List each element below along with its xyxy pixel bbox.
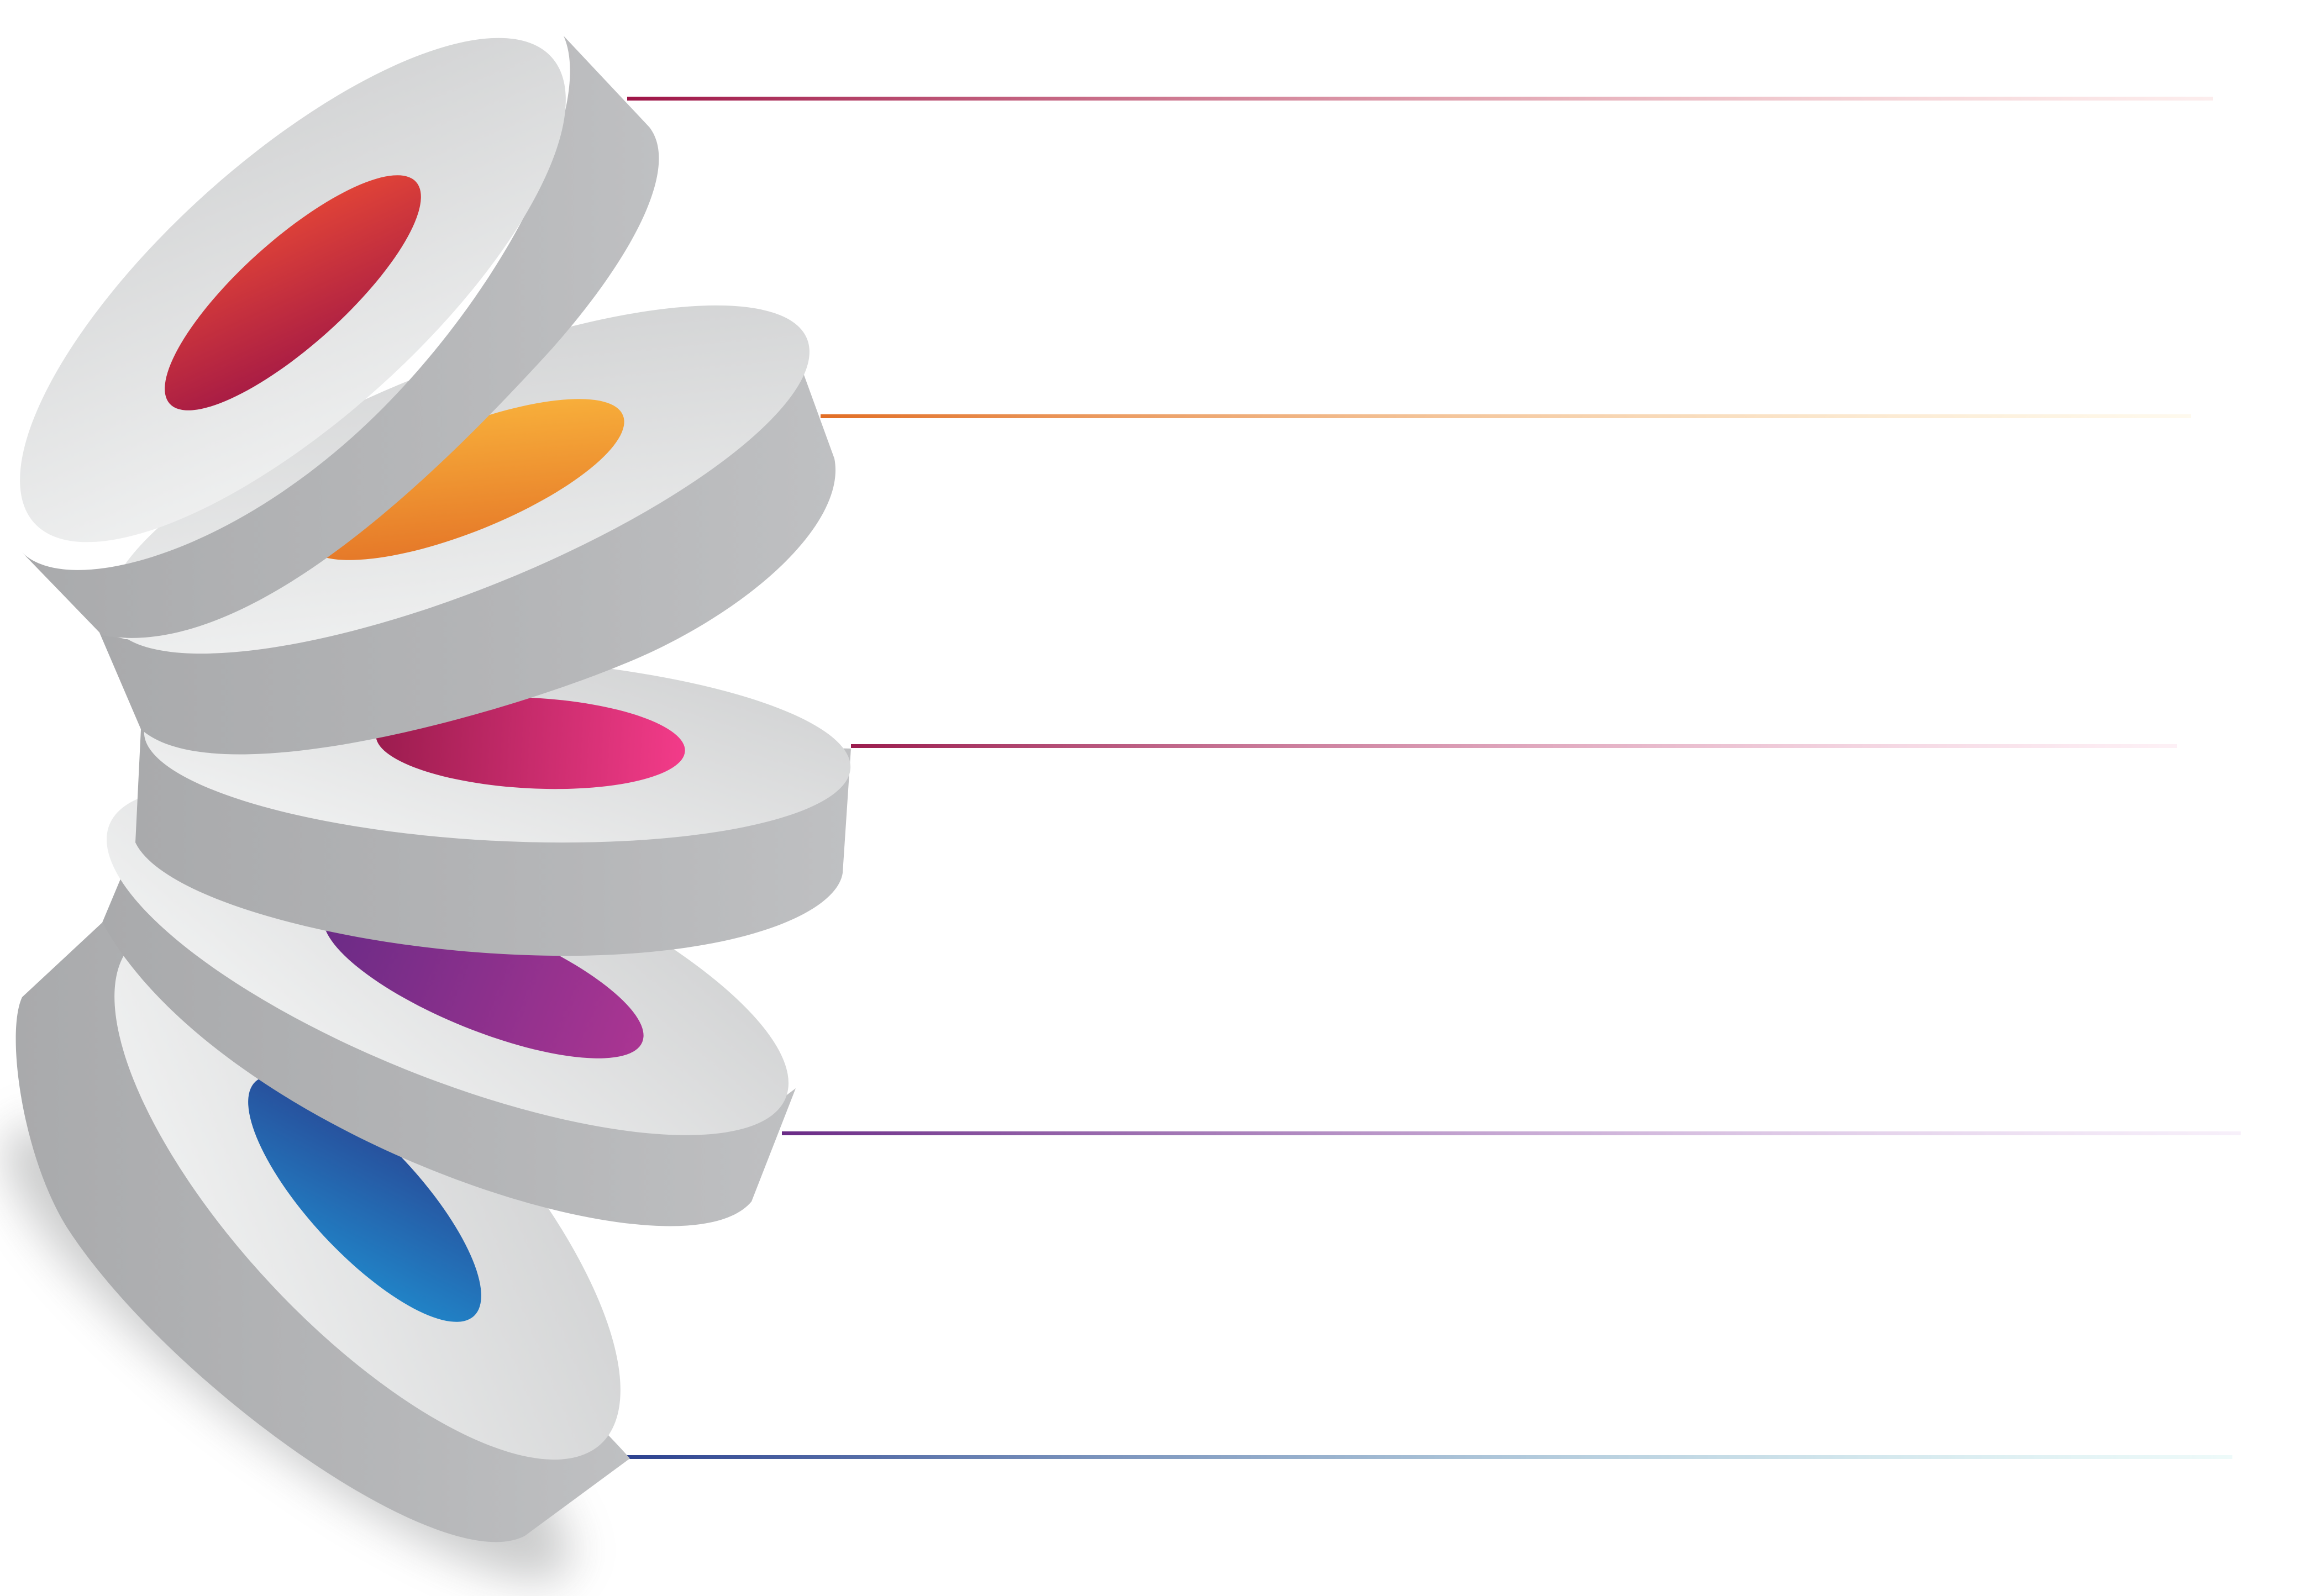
disc-1 <box>20 36 659 638</box>
connector-line-2 <box>821 414 2191 418</box>
disc-2-side <box>99 337 836 755</box>
disc-1-side <box>22 36 659 638</box>
connector-lines <box>613 97 2241 1459</box>
connector-line-5 <box>613 1455 2232 1459</box>
disc-5-inner <box>248 1076 481 1322</box>
connector-line-1 <box>627 97 2213 101</box>
connector-line-3 <box>851 744 2177 748</box>
disc-2-inner <box>304 399 624 560</box>
disc-1-inner <box>165 175 421 410</box>
connector-line-4 <box>782 1131 2241 1135</box>
